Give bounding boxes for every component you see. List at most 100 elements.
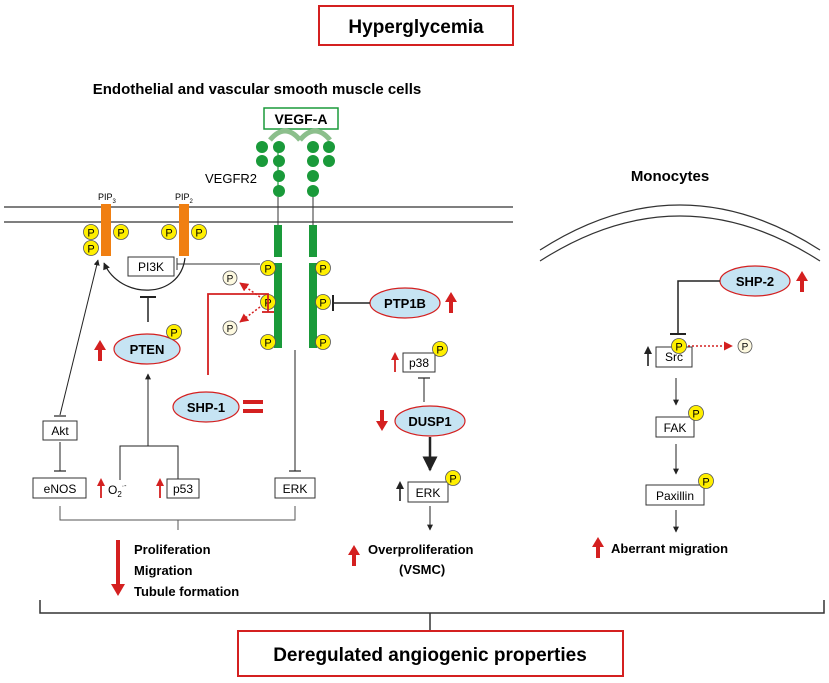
akt-label: Akt — [51, 424, 69, 438]
vegfa-ligand-left — [268, 128, 302, 142]
pten-node — [113, 333, 181, 365]
shp1-bracket — [207, 293, 269, 375]
shp2-inhibit-line — [677, 280, 720, 334]
svg-text:P: P — [319, 338, 326, 350]
paxillin-label: Paxillin — [656, 489, 694, 503]
receptor-phospho-sites: P P P P P P — [260, 260, 331, 350]
paxillin-box — [645, 484, 705, 506]
pip2-bar — [179, 204, 189, 256]
title: Hyperglycemia — [348, 17, 484, 38]
svg-text:P: P — [264, 338, 271, 350]
fak-label: FAK — [664, 421, 687, 435]
akt-box — [42, 420, 78, 441]
outcome-overproliferation: Overproliferation — [368, 542, 474, 557]
svg-text:P: P — [449, 474, 456, 486]
fak-phospho — [688, 405, 704, 421]
o2-up-arrow — [97, 478, 105, 498]
p38-phospho — [432, 341, 448, 357]
svg-text:P: P — [742, 342, 749, 353]
erk-endo-label: ERK — [283, 482, 308, 496]
vegfa-label: VEGF-A — [275, 111, 328, 127]
paxillin-phospho — [698, 473, 714, 489]
pip-phospho-sites: P P P P P — [83, 224, 207, 256]
endothelial-heading: Endothelial and vascular smooth muscle c… — [93, 81, 421, 98]
outcome-migration: Migration — [134, 563, 193, 578]
svg-text:P: P — [227, 324, 234, 335]
dusp1-down-arrow — [374, 408, 390, 433]
outcome-tubule-formation: Tubule formation — [134, 584, 239, 599]
shp1-label: SHP-1 — [187, 400, 225, 415]
monocyte-membrane-inner — [539, 215, 821, 262]
p53-box — [166, 478, 200, 499]
svg-text:P: P — [702, 477, 709, 489]
p53-label: p53 — [173, 482, 193, 496]
o2-p53-merge — [119, 445, 179, 480]
ptp1b-label: PTP1B — [384, 296, 426, 311]
released-p — [737, 338, 753, 354]
enos-label: eNOS — [44, 482, 77, 496]
outcome-proliferation: Proliferation — [134, 542, 211, 557]
vegfr2-label: VEGFR2 — [205, 171, 257, 186]
svg-text:P: P — [195, 228, 202, 240]
migration-up-arrow — [590, 535, 606, 560]
svg-text:P: P — [264, 264, 271, 276]
svg-text:P: P — [170, 328, 177, 340]
outcome-aberrant-migration: Aberrant migration — [611, 541, 728, 556]
svg-text:P: P — [436, 345, 443, 357]
shp1-unchanged-sign — [243, 400, 263, 413]
dusp1-label: DUSP1 — [408, 414, 451, 429]
p38-label: p38 — [409, 356, 429, 370]
svg-text:P: P — [87, 228, 94, 240]
akt-to-pip3-arrow — [59, 259, 100, 416]
pip3-label: PIP3 — [98, 192, 117, 205]
pi3k-box — [127, 256, 175, 277]
svg-text:P: P — [227, 274, 234, 285]
ptp1b-up-arrow — [443, 290, 459, 315]
src-up-arrow — [644, 346, 652, 366]
endo-outcome-bracket — [59, 506, 296, 521]
erk-vsmc-up-arrow — [396, 481, 404, 501]
svg-text:P: P — [165, 228, 172, 240]
vegfr2-receptor-left — [256, 141, 285, 348]
pi3k-label: PI3K — [138, 260, 164, 274]
o2-label: O2·- — [108, 483, 127, 499]
dusp1-node — [394, 405, 466, 437]
p53-up-arrow — [156, 478, 164, 498]
svg-text:P: P — [675, 342, 682, 354]
svg-text:P: P — [117, 228, 124, 240]
endo-down-arrow — [111, 540, 125, 596]
pip3-bar — [101, 204, 111, 256]
erk-endo-box — [274, 477, 316, 499]
enos-box — [32, 477, 87, 499]
svg-text:P: P — [319, 298, 326, 310]
pten-label: PTEN — [130, 342, 165, 357]
fak-box — [655, 416, 695, 438]
shp2-up-arrow — [794, 269, 810, 294]
bottom-bracket — [39, 600, 825, 614]
monocytes-heading: Monocytes — [631, 168, 709, 185]
pip2-label: PIP2 — [175, 192, 194, 205]
footer-label: Deregulated angiogenic properties — [273, 645, 587, 666]
src-phospho — [671, 338, 687, 354]
vegfa-box — [263, 107, 339, 130]
svg-text:P: P — [692, 409, 699, 421]
svg-text:P: P — [319, 264, 326, 276]
erk-vsmc-box — [407, 481, 449, 503]
shp1-node — [172, 391, 240, 423]
title-box — [318, 5, 514, 46]
footer-box — [237, 630, 624, 677]
shp2-label: SHP-2 — [736, 274, 774, 289]
vegfa-ligand-right — [298, 128, 332, 142]
erk-vsmc-phospho — [445, 470, 461, 486]
dephosphorylated-p: P P — [222, 270, 261, 336]
p38-box — [402, 352, 436, 373]
svg-text:P: P — [87, 244, 94, 256]
outcome-vsmc: (VSMC) — [399, 562, 445, 577]
pten-phospho — [166, 324, 182, 340]
overproliferation-up-arrow — [346, 543, 362, 568]
monocyte-membrane-outer — [539, 204, 821, 251]
pten-up-arrow — [92, 338, 108, 363]
p38-up-arrow — [391, 352, 399, 372]
vegfr2-receptor-right — [307, 141, 335, 348]
